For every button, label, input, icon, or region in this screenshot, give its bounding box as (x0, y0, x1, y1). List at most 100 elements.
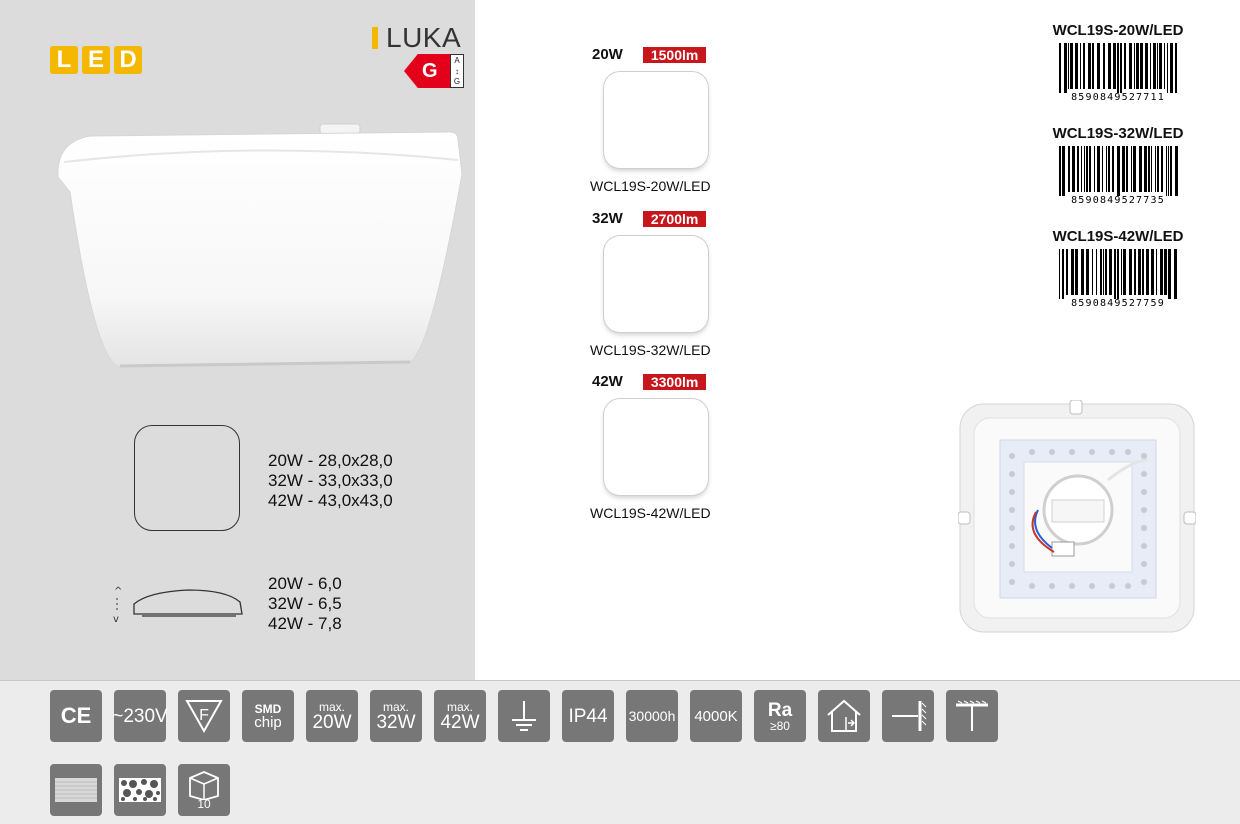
barcode-bar (1153, 43, 1156, 89)
barcode-bar (1068, 43, 1069, 89)
barcode-bar (1059, 43, 1061, 93)
f-mark-icon: F (178, 690, 230, 742)
top-dimensions-list: 20W - 28,0x28,0 32W - 33,0x33,0 42W - 43… (268, 451, 393, 511)
material-icons-row: 10 (50, 764, 230, 816)
barcode-bar (1083, 43, 1085, 89)
barcode-bar (1156, 249, 1157, 295)
barcode-bar (1112, 146, 1114, 192)
barcode-bar (1131, 146, 1132, 192)
barcode-bar (1121, 249, 1122, 295)
variant-thumbnail (604, 72, 708, 168)
barcode-bar (1168, 146, 1169, 196)
barcode-bar (1080, 43, 1081, 89)
lumen-badge: 2700lm (642, 210, 707, 227)
product-brand: LUKA (372, 22, 461, 54)
barcode-bar (1064, 43, 1067, 93)
barcode-bar (1103, 43, 1105, 89)
svg-text:v: v (113, 614, 119, 624)
barcode-bar (1134, 43, 1135, 89)
led-letter-l: L (50, 46, 78, 74)
barcode-number: 8590849527711 (1071, 92, 1165, 101)
lumen-badge: 1500lm (642, 46, 707, 63)
barcode-bar (1084, 146, 1085, 192)
ce-mark-icon: CE (50, 690, 102, 742)
barcode-bar (1077, 146, 1079, 192)
max-power-32w-icon: max. 32W (370, 690, 422, 742)
barcode-bar (1092, 43, 1094, 89)
max-power-42w-icon: max. 42W (434, 690, 486, 742)
variant-code: WCL19S-42W/LED (590, 505, 711, 521)
barcode-bar (1081, 249, 1084, 295)
package-count: 10 (197, 797, 211, 811)
variant-code: WCL19S-32W/LED (590, 342, 711, 358)
barcode-bar (1124, 43, 1126, 89)
lumen-badge: 3300lm (642, 373, 707, 390)
barcode-bar (1097, 146, 1100, 192)
barcode-bar (1100, 249, 1102, 295)
side-view-outline: ^ v (113, 586, 243, 624)
barcode-bar (1129, 43, 1132, 89)
indoor-house-icon (818, 690, 870, 742)
barcode-bar (1123, 249, 1126, 295)
barcode-bar (1146, 249, 1149, 295)
barcode-bar (1175, 43, 1177, 93)
barcode-bar (1170, 43, 1173, 93)
barcode-bar (1174, 249, 1177, 299)
variant-power: 20W (592, 46, 623, 63)
barcode-bar (1120, 43, 1122, 93)
barcode-bar (1164, 249, 1167, 295)
barcode-bar (1145, 43, 1148, 89)
barcode-bar (1059, 249, 1060, 299)
led-letter-e: E (82, 46, 110, 74)
barcode-bar (1108, 146, 1110, 192)
barcode-bar (1092, 249, 1093, 295)
energy-scale: A ↕ G (450, 54, 464, 88)
barcode-bar (1097, 43, 1100, 89)
barcode-bar (1170, 146, 1172, 196)
barcode-bar (1117, 249, 1119, 299)
height-dimension-32w: 32W - 6,5 (268, 594, 342, 613)
barcode-bar (1117, 146, 1120, 196)
barcode-title: WCL19S-32W/LED (1052, 125, 1184, 142)
barcode-bar (1160, 249, 1163, 295)
barcode-title: WCL19S-20W/LED (1052, 22, 1184, 39)
top-dimension-20w: 20W - 28,0x28,0 (268, 451, 393, 470)
barcode-bar (1086, 249, 1089, 295)
variant-42w: 42W 3300lm WCL19S-42W/LED (590, 373, 732, 521)
barcode-bar (1138, 249, 1141, 295)
energy-scale-top: A (454, 56, 460, 65)
f-mark-letter: F (199, 707, 209, 724)
barcode-bar (1161, 146, 1163, 192)
barcode-bar (1102, 146, 1103, 192)
wall-mount-icon (882, 690, 934, 742)
feature-icons-row: CE ~230V F SMD chip max. 20W max. 32W ma… (50, 690, 998, 742)
barcode-bar (1062, 146, 1065, 196)
barcode-bar (1148, 146, 1150, 192)
barcode-bar (1151, 146, 1152, 192)
barcode-42w: WCL19S-42W/LED 8590849527759 (1048, 228, 1188, 307)
top-dimension-32w: 32W - 33,0x33,0 (268, 471, 393, 490)
led-logo: L E D (50, 46, 142, 74)
energy-label: G A ↕ G (404, 54, 464, 88)
barcode-bar (1166, 146, 1167, 196)
lamp-product-image (57, 123, 463, 368)
barcode-bar (1089, 146, 1091, 192)
barcode-bar (1126, 146, 1128, 192)
height-dimension-20w: 20W - 6,0 (268, 574, 342, 593)
barcode-bar (1117, 43, 1119, 93)
variant-20w: 20W 1500lm WCL19S-20W/LED (590, 46, 732, 194)
variant-power: 42W (592, 373, 623, 390)
barcode-bar (1071, 249, 1074, 295)
barcode-bar (1062, 249, 1064, 299)
barcode-bar (1144, 146, 1147, 192)
barcode-bar (1157, 43, 1158, 89)
product-name: LUKA (386, 22, 462, 53)
barcode-graphic: 8590849527735 (1059, 146, 1178, 204)
lamp-interior-image (958, 400, 1196, 633)
ceiling-mount-icon (946, 690, 998, 742)
barcode-bar (1105, 249, 1107, 295)
color-temperature-icon: 4000K (690, 690, 742, 742)
barcode-bar (1168, 249, 1171, 299)
energy-scale-bottom: G (453, 77, 461, 86)
barcode-bar (1106, 146, 1107, 192)
